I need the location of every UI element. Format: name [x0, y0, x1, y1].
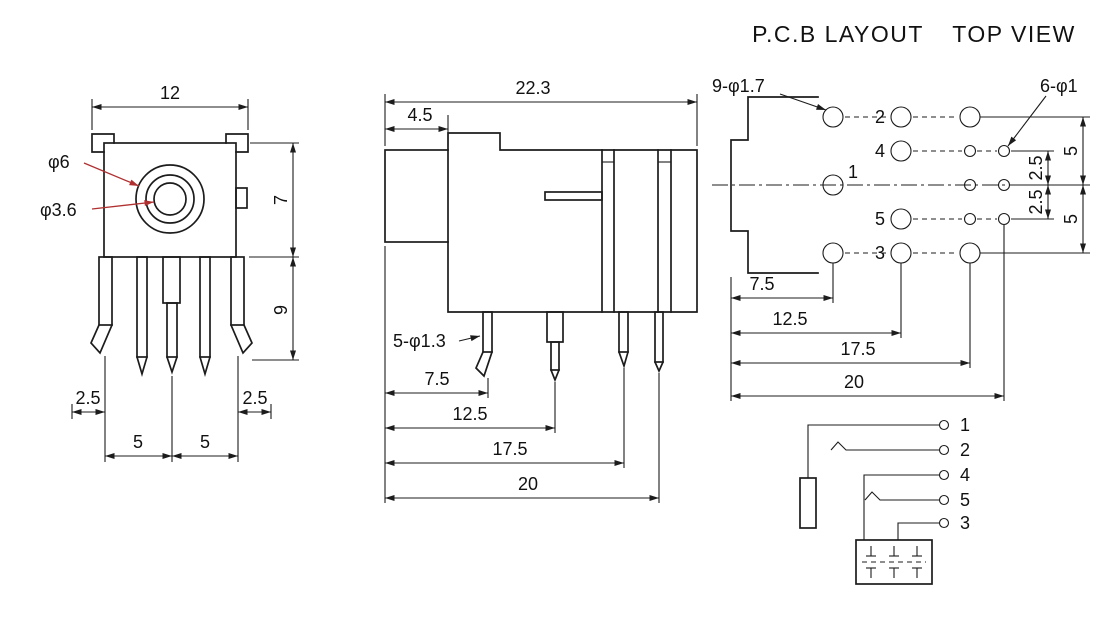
schematic: 1 2 4 5 3 [799, 415, 970, 585]
pcb-col-dist-3-text: 17.5 [840, 339, 875, 359]
pcb-col-dist-1-text: 7.5 [749, 274, 774, 294]
side-body-outline [384, 132, 698, 313]
side-bottom-dimensions: 7.5 12.5 17.5 20 [384, 246, 660, 503]
pcb-pin-3-label: 3 [875, 243, 885, 263]
schematic-terminal [938, 494, 950, 506]
front-width-dim-text: 12 [160, 83, 180, 103]
side-housing [447, 132, 698, 313]
side-dist-3-text: 17.5 [492, 439, 527, 459]
schematic-terminal [938, 469, 950, 481]
pcb-vertical-dimensions: 2.5 2.5 5 5 [980, 116, 1090, 254]
side-view: 22.3 4.5 [384, 78, 698, 503]
front-pitch-b-text: 5 [200, 432, 210, 452]
side-total-length-dimension: 22.3 [384, 78, 698, 146]
side-barrel-length-text: 4.5 [407, 105, 432, 125]
top-view-holes-small [963, 144, 1011, 226]
schematic-terminal [938, 419, 950, 431]
pcb-large-hole-spec-text: 9-φ1.7 [712, 76, 765, 96]
front-height-dim-text: 7 [271, 195, 291, 205]
top-view-title: TOP VIEW [952, 21, 1076, 47]
pcb-layout-title: P.C.B LAYOUT [752, 21, 924, 47]
front-pin-length-dim-text: 9 [271, 305, 291, 315]
side-pin-spec-callout: 5-φ1.3 [393, 331, 481, 351]
pcb-hole [890, 208, 912, 230]
schematic-pin-3-label: 3 [960, 513, 970, 533]
pcb-hole [822, 174, 844, 196]
top-view-hole [997, 178, 1011, 192]
pcb-hole [822, 106, 844, 128]
front-bore-outer-circle [135, 164, 205, 234]
front-outer-dia-label: φ6 [48, 152, 70, 172]
schematic-terminal [938, 444, 950, 456]
side-pins [474, 311, 665, 383]
front-height-dimension: 7 [249, 142, 299, 258]
side-barrel-length-dimension: 4.5 [385, 105, 449, 146]
front-offset-right-text: 2.5 [242, 388, 267, 408]
front-inner-dia-label: φ3.6 [40, 200, 77, 220]
pcb-hole [959, 242, 981, 264]
pcb-hole [890, 242, 912, 264]
pcb-row-connectors [845, 116, 997, 254]
side-dist-2-text: 12.5 [452, 404, 487, 424]
front-side-nub [235, 187, 248, 209]
side-dist-4-text: 20 [518, 474, 538, 494]
pcb-component-outline [712, 96, 1020, 274]
front-bore-middle-circle [145, 174, 195, 224]
pcb-row-gap-d-text: 5 [1061, 214, 1081, 224]
pcb-bottom-dimensions: 7.5 12.5 17.5 20 [730, 225, 1005, 401]
front-pins [89, 256, 254, 378]
front-diameter-leaders: φ6 φ3.6 [40, 152, 155, 220]
top-view-hole [963, 178, 977, 192]
pcb-col-dist-4-text: 20 [844, 372, 864, 392]
pcb-row-gap-c-text: 5 [1061, 146, 1081, 156]
front-pitch-a-text: 5 [133, 432, 143, 452]
schematic-sleeve-contact [799, 477, 817, 529]
front-bore-inner-circle [153, 182, 187, 216]
schematic-pin-1-label: 1 [960, 415, 970, 435]
pcb-hole [959, 106, 981, 128]
schematic-pin-5-label: 5 [960, 490, 970, 510]
side-dist-1-text: 7.5 [424, 369, 449, 389]
pcb-pin-5-label: 5 [875, 209, 885, 229]
side-barrel [384, 149, 449, 243]
front-body [103, 142, 237, 258]
top-view-hole [997, 212, 1011, 226]
schematic-pin-4-label: 4 [960, 465, 970, 485]
pcb-pin-4-label: 4 [875, 141, 885, 161]
front-width-dimension: 12 [91, 83, 249, 130]
pcb-hole [890, 106, 912, 128]
side-total-length-text: 22.3 [515, 78, 550, 98]
schematic-terminal [938, 517, 950, 529]
pcb-pin-2-label: 2 [875, 107, 885, 127]
front-pin-length-dimension: 9 [252, 257, 299, 361]
pcb-row-gap-a-text: 2.5 [1026, 155, 1046, 180]
side-pin-spec-text: 5-φ1.3 [393, 331, 446, 351]
front-body-outline [91, 133, 249, 258]
front-offset-left-text: 2.5 [75, 388, 100, 408]
pcb-pin-numbers: 2 4 1 5 3 [848, 107, 885, 263]
front-bottom-dimensions: 2.5 2.5 5 5 [71, 356, 272, 462]
pcb-small-hole-spec-text: 6-φ1 [1040, 76, 1078, 96]
schematic-wires [807, 424, 939, 540]
front-view: 12 φ6 φ3.6 7 9 [40, 83, 299, 462]
side-contact-pin [544, 191, 603, 201]
top-view-hole [963, 144, 977, 158]
top-view-hole [997, 144, 1011, 158]
schematic-pin-2-label: 2 [960, 440, 970, 460]
pcb-hole [890, 140, 912, 162]
pcb-pin-1-label: 1 [848, 162, 858, 182]
schematic-terminals: 1 2 4 5 3 [938, 415, 970, 533]
pcb-hole-callouts: 9-φ1.7 6-φ1 [712, 76, 1078, 147]
pcb-row-gap-b-text: 2.5 [1026, 189, 1046, 214]
pcb-hole [822, 242, 844, 264]
schematic-switch-box [855, 539, 933, 585]
pcb-col-dist-2-text: 12.5 [772, 309, 807, 329]
pcb-layout-view: 9-φ1.7 6-φ1 2 4 1 5 3 2.5 2.5 5 5 [712, 76, 1090, 401]
top-view-hole [963, 212, 977, 226]
